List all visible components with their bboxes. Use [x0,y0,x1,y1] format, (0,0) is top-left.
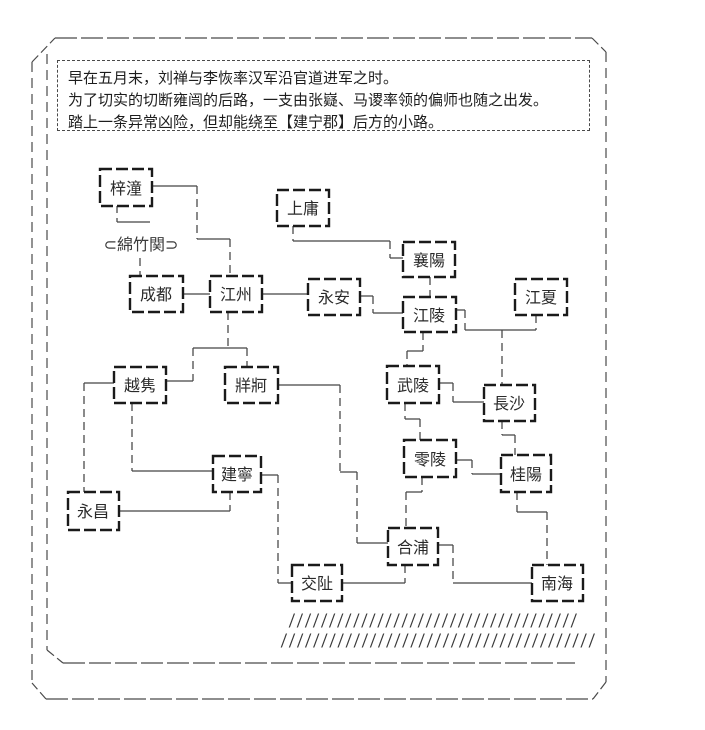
svg-text:越隽: 越隽 [124,376,156,395]
city-nanhai: 南海 [530,563,585,603]
svg-text:牂牁: 牂牁 [235,376,267,395]
city-zitong: 梓潼 [98,167,154,208]
city-guiyang: 桂陽 [499,453,553,494]
svg-text:南海: 南海 [541,574,573,593]
city-jiaozhi: 交阯 [290,563,344,603]
city-nodes: 梓潼 上庸 襄陽 成都 江州 永安 [66,167,585,603]
city-lingling: 零陵 [402,438,458,479]
city-yongan: 永安 [306,277,362,317]
city-jianning: 建寧 [211,454,263,494]
svg-text:交阯: 交阯 [301,574,333,593]
city-jiangxia: 江夏 [513,277,569,317]
svg-text:永昌: 永昌 [77,502,109,521]
city-zangke: 牂牁 [223,365,280,405]
city-xiangyang: 襄陽 [401,240,457,279]
svg-text:上庸: 上庸 [287,199,319,218]
message-line-1: 早在五月末，刘禅与李恢率汉军沿官道进军之时。 [68,69,399,87]
svg-text:桂陽: 桂陽 [510,465,542,484]
city-yongchang: 永昌 [66,490,121,532]
svg-text:合浦: 合浦 [397,538,429,557]
svg-text:建寧: 建寧 [221,465,253,484]
svg-text:長沙: 長沙 [493,394,525,413]
message-box: 早在五月末，刘禅与李恢率汉军沿官道进军之时。 为了切实的切断雍闿的后路，一支由张… [57,60,590,131]
route-vertical-segments [83,186,548,583]
city-jiangzhou: 江州 [208,274,264,314]
hatch-row-1: //////////////////////////////////// [288,611,578,631]
route-lines [83,185,548,584]
city-changsha: 長沙 [482,383,537,423]
svg-text:襄陽: 襄陽 [413,251,445,270]
svg-text:永安: 永安 [318,288,350,307]
city-chengdu: 成都 [128,274,185,314]
svg-text:梓潼: 梓潼 [110,179,142,198]
svg-text:零陵: 零陵 [414,450,446,469]
city-hepu: 合浦 [386,526,440,567]
inner-frame-corner [46,649,64,664]
city-shangyong: 上庸 [275,188,331,228]
svg-text:武陵: 武陵 [397,376,429,395]
hatch-row-2: /////////////////////////////////////// [280,631,596,651]
svg-text:成都: 成都 [140,285,172,304]
message-line-2: 为了切实的切断雍闿的后路，一支由张嶷、马谡率领的偏师也随之出发。 [68,91,549,109]
svg-text:江州: 江州 [220,285,252,304]
svg-text:江陵: 江陵 [413,306,445,325]
city-yuexi: 越隽 [112,365,168,405]
city-wuling: 武陵 [385,364,441,405]
svg-text:江夏: 江夏 [525,288,557,307]
coastline-hatching: //////////////////////////////////// ///… [280,611,596,651]
pass-label-mianzhu: ⊂綿竹関⊃ [104,235,179,254]
city-jiangling: 江陵 [401,295,458,334]
message-line-3: 踏上一条异常凶险，但却能绕至【建宁郡】后方的小路。 [68,113,444,131]
route-horizontal-segments [84,185,547,584]
page-frame [31,37,607,700]
